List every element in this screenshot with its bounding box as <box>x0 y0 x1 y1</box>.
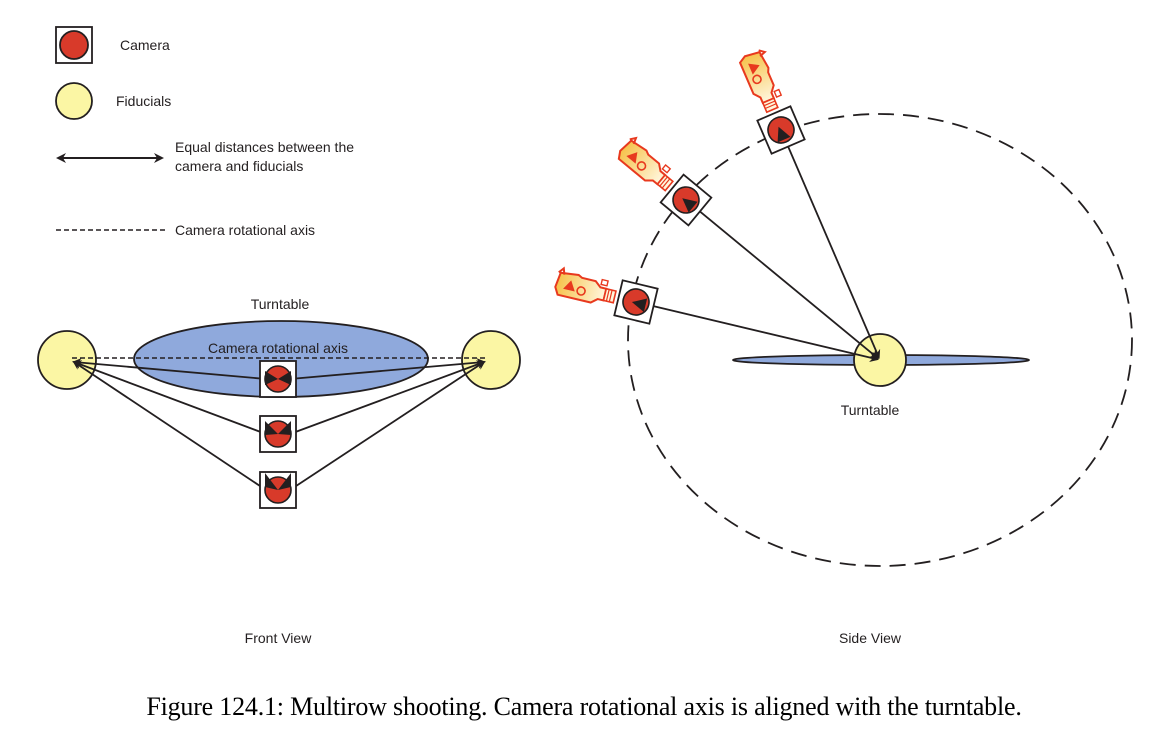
side-view: Turntable Side View <box>552 47 1133 646</box>
camera-front-1 <box>259 360 297 398</box>
camcorder-icon <box>552 266 620 309</box>
camera-orbit-path <box>627 113 1133 567</box>
side-view-title: Side View <box>839 630 902 646</box>
side-turntable-label: Turntable <box>841 402 900 418</box>
camera-wedge-left <box>265 421 278 435</box>
legend-equal-distances-line1: Equal distances between the <box>175 139 354 155</box>
camera-wedge <box>682 198 698 213</box>
camera-wedge-left <box>265 473 278 490</box>
camera-side-3 <box>737 47 806 155</box>
side-fiducial <box>853 333 907 387</box>
arrow-to-left-fiducial <box>72 360 267 435</box>
arrow-to-right-fiducial <box>289 361 486 491</box>
front-view: Turntable Camera rotational axis Front V… <box>37 296 521 646</box>
camera-wedge-left <box>265 371 278 385</box>
camera-wedge <box>777 126 791 143</box>
camera-wedge <box>631 298 648 313</box>
front-turntable-label: Turntable <box>251 296 310 312</box>
camera-front-2 <box>259 415 297 453</box>
arrow-camera-to-turntable <box>689 202 880 360</box>
legend-equal-distances-line2: camera and fiducials <box>175 158 303 174</box>
arrow-to-right-fiducial <box>289 358 486 380</box>
camera-side-1 <box>552 266 659 325</box>
arrow-to-left-fiducial <box>72 361 267 491</box>
camera-front-3 <box>259 471 297 509</box>
figure-caption: Figure 124.1: Multirow shooting. Camera … <box>146 692 1022 721</box>
side-arrows <box>640 133 881 363</box>
camcorder-icon <box>614 134 681 196</box>
legend: Camera Fiducials Equal distances between… <box>55 26 354 238</box>
fiducial-left <box>37 330 97 390</box>
front-arrows <box>72 358 486 491</box>
legend-camera-symbol <box>55 26 93 64</box>
front-view-title: Front View <box>245 630 313 646</box>
legend-fiducial-symbol <box>55 82 93 120</box>
fiducial-right <box>461 330 521 390</box>
arrow-to-left-fiducial <box>72 358 267 380</box>
legend-fiducials-label: Fiducials <box>116 93 171 109</box>
front-cameras <box>259 360 297 509</box>
arrow-camera-to-turntable <box>640 300 879 363</box>
legend-rotational-axis-label: Camera rotational axis <box>175 222 315 238</box>
front-axis-label: Camera rotational axis <box>208 340 348 356</box>
legend-camera-label: Camera <box>120 37 170 53</box>
side-cameras <box>552 47 806 325</box>
camera-wedge-right <box>278 371 291 385</box>
arrow-camera-to-turntable <box>782 133 881 359</box>
camcorder-icon <box>737 47 788 116</box>
camera-side-2 <box>614 134 713 227</box>
camera-wedge-right <box>278 421 291 435</box>
camera-wedge-right <box>278 473 291 490</box>
arrow-to-right-fiducial <box>289 360 486 435</box>
